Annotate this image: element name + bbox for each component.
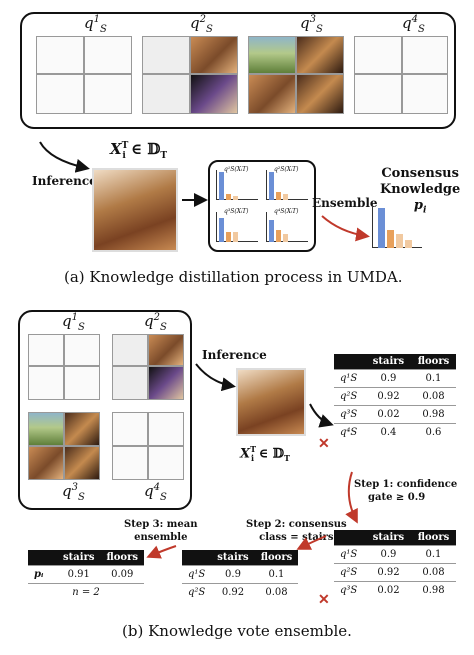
quickdraw-thumbnail bbox=[148, 446, 184, 480]
domain-label-3: q3S bbox=[300, 14, 323, 35]
sketch-thumbnail bbox=[64, 366, 100, 400]
prediction-histogram-2: q²S(XᵢT) bbox=[264, 166, 308, 200]
domain-label-2: q2S bbox=[190, 14, 213, 35]
domain-panel-a: q1S q2S q3S q4S bbox=[20, 12, 456, 129]
step1-arrow bbox=[345, 471, 358, 524]
quickdraw-thumbnail bbox=[354, 74, 402, 114]
cartoon-thumbnail bbox=[148, 366, 184, 400]
domain-label-3: q3S bbox=[62, 482, 85, 503]
painting-thumbnail bbox=[28, 446, 64, 480]
step3-arrow bbox=[146, 545, 177, 559]
cartoon-thumbnail bbox=[142, 74, 190, 114]
prediction-histogram-3: q³S(XᵢT) bbox=[214, 208, 258, 242]
prediction-histogram-4: q⁴S(XᵢT) bbox=[264, 208, 308, 242]
consensus-histogram bbox=[372, 204, 422, 248]
inference-arrow-a bbox=[39, 141, 90, 173]
cartoon-thumbnail bbox=[190, 36, 238, 74]
quickdraw-thumbnail bbox=[354, 36, 402, 74]
domain-label-1: q1S bbox=[84, 14, 107, 35]
painting-thumbnail bbox=[296, 74, 344, 114]
quickdraw-thumbnail bbox=[402, 74, 448, 114]
painting-thumbnail bbox=[64, 412, 100, 446]
table-row: n = 2 bbox=[28, 583, 144, 601]
sketch-thumbnail bbox=[36, 36, 84, 74]
painting-thumbnail bbox=[28, 412, 64, 446]
target-image-a bbox=[92, 168, 178, 252]
rejected-mark: ✕ bbox=[318, 592, 330, 608]
painting-thumbnail bbox=[64, 446, 100, 480]
sketch-thumbnail bbox=[36, 74, 84, 114]
painting-thumbnail bbox=[296, 36, 344, 74]
sketch-thumbnail bbox=[84, 74, 132, 114]
caption-a: (a) Knowledge distillation process in UM… bbox=[64, 268, 403, 286]
consensus-label: Consensus Knowledge pi bbox=[380, 166, 461, 216]
rejected-mark: ✕ bbox=[318, 436, 330, 452]
quickdraw-thumbnail bbox=[112, 446, 148, 480]
domain-label-4: q4S bbox=[144, 482, 167, 503]
cartoon-thumbnail bbox=[142, 36, 190, 74]
cartoon-thumbnail bbox=[148, 334, 184, 366]
caption-b: (b) Knowledge vote ensemble. bbox=[122, 622, 352, 640]
quickdraw-thumbnail bbox=[402, 36, 448, 74]
target-image-b bbox=[236, 368, 306, 436]
inference-label-a: Inference bbox=[32, 174, 97, 188]
domain-label-2: q2S bbox=[144, 312, 167, 333]
source-predictions-box: q¹S(XᵢT) q²S(XᵢT) q³S(XᵢT) q⁴S(XᵢT) bbox=[208, 160, 316, 252]
painting-thumbnail bbox=[248, 36, 296, 74]
step2-arrow bbox=[296, 535, 327, 550]
domain-label-1: q1S bbox=[62, 312, 85, 333]
to-table1-arrow bbox=[309, 403, 334, 428]
inference-label-b: Inference bbox=[202, 348, 267, 362]
ensemble-label: Ensemble bbox=[312, 196, 378, 210]
domain-panel-b: q1S q2S q3S q4S bbox=[18, 310, 192, 510]
ensemble-arrow bbox=[321, 215, 370, 242]
target-input-label-a: XTi ∈ 𝔻T bbox=[110, 140, 168, 161]
sketch-thumbnail bbox=[84, 36, 132, 74]
step3-label: Step 3: mean ensemble bbox=[124, 519, 198, 543]
sketch-thumbnail bbox=[64, 334, 100, 366]
painting-thumbnail bbox=[248, 74, 296, 114]
sketch-thumbnail bbox=[28, 366, 64, 400]
step1-label: Step 1: confidence gate ≥ 0.9 bbox=[354, 479, 458, 503]
target-input-label-b: XTi ∈ 𝔻T bbox=[240, 444, 290, 463]
cartoon-thumbnail bbox=[112, 366, 148, 400]
sketch-thumbnail bbox=[28, 334, 64, 366]
domain-label-4: q4S bbox=[402, 14, 425, 35]
step2-label: Step 2: consensus class = stairs bbox=[246, 519, 347, 543]
quickdraw-thumbnail bbox=[112, 412, 148, 446]
quickdraw-thumbnail bbox=[148, 412, 184, 446]
cartoon-thumbnail bbox=[112, 334, 148, 366]
prediction-histogram-1: q¹S(XᵢT) bbox=[214, 166, 258, 200]
inference-arrow-b bbox=[195, 363, 236, 392]
cartoon-thumbnail bbox=[190, 74, 238, 114]
